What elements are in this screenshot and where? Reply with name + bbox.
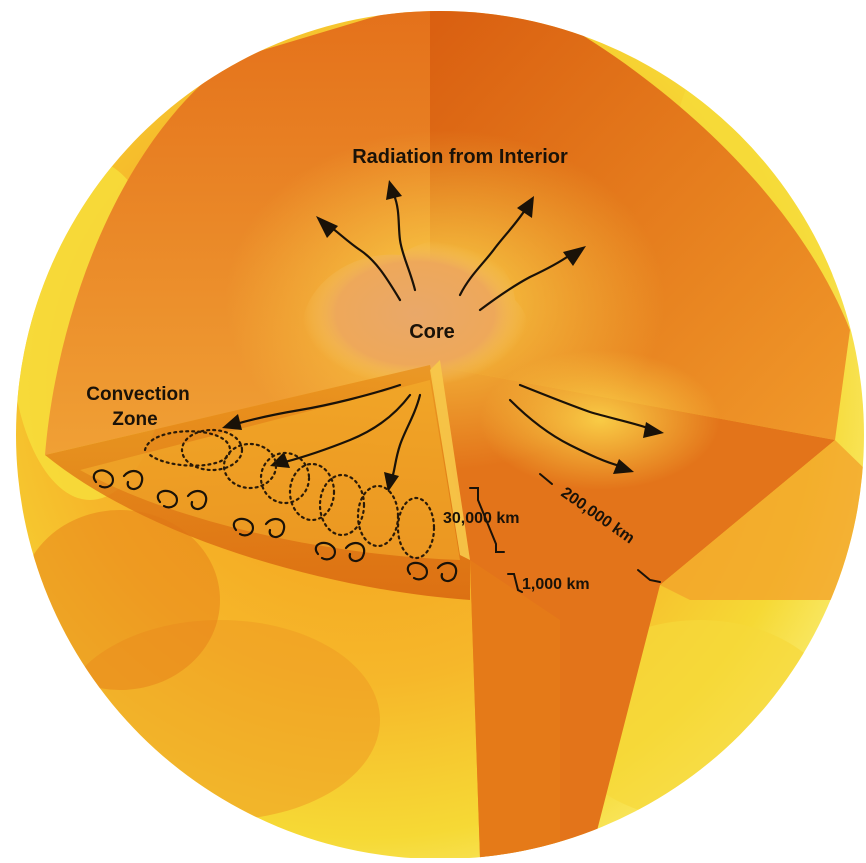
convection-zone-label-line2: Zone [112, 409, 157, 430]
convection-zone-label-line1: Convection [86, 384, 189, 405]
core-label: Core [409, 321, 455, 343]
radiation-label: Radiation from Interior [352, 146, 568, 168]
depth-label-1000: 1,000 km [522, 576, 590, 593]
depth-label-30000: 30,000 km [443, 510, 520, 527]
